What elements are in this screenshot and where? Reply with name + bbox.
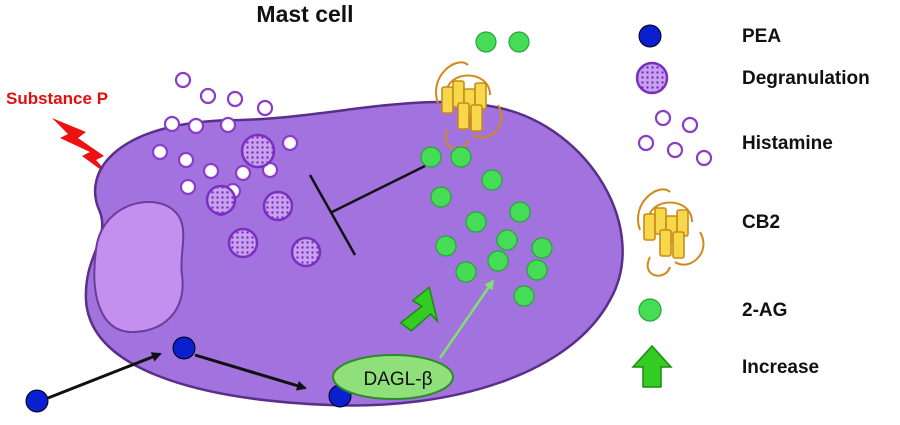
pea-molecules [25, 336, 352, 413]
pea-entry-arrow [47, 352, 162, 400]
degranulation-granules [205, 133, 322, 268]
pea-legend-icon [638, 24, 662, 48]
pea-to-dagl-arrow [194, 353, 307, 391]
dagl-to-2ag-arrow [438, 279, 495, 359]
diagram-title: Mast cell [256, 1, 353, 27]
lightning-bolt-icon [52, 118, 112, 178]
dagl-beta-label: DAGL-β [364, 369, 433, 390]
degranulation-legend-icon [635, 61, 669, 95]
nucleus [93, 201, 185, 334]
two-ag-legend-icon [638, 298, 662, 322]
increase-legend-icon [631, 344, 673, 388]
legend-label-histamine: Histamine [742, 133, 833, 154]
increase-arrow-icon [399, 286, 439, 332]
legend-label-degranulation: Degranulation [742, 68, 870, 89]
cb2-legend-icon [636, 188, 705, 277]
two-ag-molecules [420, 31, 553, 307]
legend-label-increase: Increase [742, 357, 819, 378]
legend-label-cb2: CB2 [742, 212, 780, 233]
substance-p-label: Substance P [6, 89, 108, 108]
legend: PEA Degranulation Histamine CB2 2-AG Inc… [631, 24, 870, 388]
histamine-legend-icon [637, 109, 713, 167]
dagl-beta-enzyme [332, 354, 454, 400]
inhibition-line [308, 164, 426, 256]
legend-label-2ag: 2-AG [742, 300, 787, 321]
legend-label-pea: PEA [742, 26, 781, 47]
